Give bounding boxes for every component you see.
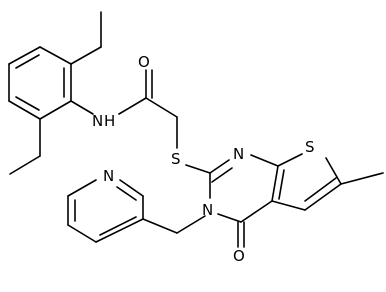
bond — [176, 215, 206, 234]
atom-n-pyridine: N — [103, 167, 114, 185]
bond — [209, 159, 230, 174]
bond — [271, 200, 306, 211]
bond-inner — [278, 169, 285, 200]
bond-inner — [304, 177, 337, 202]
atom-n-amide: N — [92, 112, 103, 130]
thiophene-ring — [271, 153, 384, 211]
bond — [240, 200, 273, 223]
bond-inner — [15, 54, 40, 69]
bond — [8, 46, 41, 65]
atom-n3-pyrimidine: N — [202, 201, 213, 219]
bond — [8, 100, 41, 120]
bond — [118, 97, 147, 115]
atom-s-thiophene: S — [305, 138, 315, 156]
bond — [70, 46, 102, 65]
bond — [119, 179, 144, 197]
amide-linker — [70, 69, 211, 174]
bond — [277, 153, 303, 167]
bond — [9, 155, 41, 175]
bond — [142, 218, 178, 234]
bond — [67, 179, 97, 197]
bond — [39, 100, 72, 120]
bond-inner — [116, 186, 137, 201]
bond — [304, 183, 342, 211]
bond — [185, 164, 211, 174]
atom-o-oxo: O — [233, 247, 245, 265]
bond — [145, 97, 178, 118]
bond — [95, 218, 144, 243]
bond-inner — [15, 96, 40, 111]
pyrimidinone-ring — [209, 154, 285, 223]
ethyl-upper — [70, 11, 102, 65]
bond-methyl — [340, 172, 384, 185]
bond — [250, 154, 279, 167]
bond — [325, 157, 342, 185]
bond — [217, 213, 242, 223]
atom-s-thioether: S — [171, 150, 181, 168]
atom-labels: O N H S N N S N O — [92, 53, 315, 265]
atom-o-amide: O — [138, 53, 150, 71]
atom-h-amide: H — [104, 112, 115, 130]
bond-inner — [99, 216, 137, 236]
atom-n1-pyrimidine: N — [233, 145, 244, 163]
oxo-group — [237, 221, 245, 248]
diethylphenyl-ring — [8, 46, 72, 120]
bond — [67, 224, 97, 243]
pyridine-ring — [67, 179, 144, 243]
bond — [211, 167, 233, 183]
ethyl-lower — [9, 118, 41, 175]
bond — [271, 165, 279, 202]
pyridinylmethyl — [142, 215, 206, 234]
bond — [39, 46, 72, 65]
bond — [70, 100, 94, 115]
